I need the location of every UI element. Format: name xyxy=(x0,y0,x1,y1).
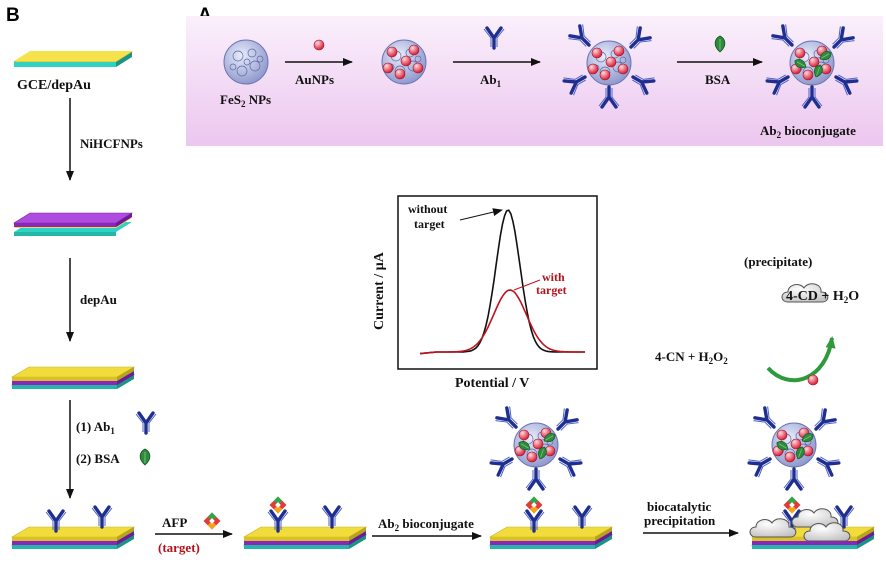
catalyst-au-icon xyxy=(807,374,819,386)
fes2-au-composite xyxy=(381,39,427,85)
aunp-reagent-icon xyxy=(313,39,325,51)
step-bsa-left-label: (2) BSA xyxy=(76,451,120,466)
precipitation-label-line2: precipitation xyxy=(644,513,716,528)
without-target-label-line2: target xyxy=(414,217,445,231)
ab1-left-icon xyxy=(134,411,158,435)
afp-label: AFP xyxy=(162,515,187,530)
reaction-reactant: 4-CN + H2O2 xyxy=(655,349,728,366)
bsa-left-icon xyxy=(139,448,151,466)
fes2-label: FeS2 NPs xyxy=(220,92,271,109)
fes2-nanoparticle xyxy=(223,39,269,85)
precipitation-label-line1: biocatalytic xyxy=(647,499,711,514)
ab2-bioconjugate-label: Ab2 bioconjugate xyxy=(760,123,856,140)
step-depau-label: depAu xyxy=(80,292,117,307)
afp-antigen-icon xyxy=(203,512,221,530)
without-target-label-line1: without xyxy=(408,202,447,216)
electrode-label: GCE/depAu xyxy=(17,78,91,93)
with-target-pointer xyxy=(513,279,541,291)
without-target-pointer xyxy=(459,208,503,221)
target-label: (target) xyxy=(158,540,200,555)
graph-xlabel: Potential / V xyxy=(455,376,529,391)
catalytic-cycle-arrow xyxy=(766,336,836,383)
reaction-product: 4-CD + H2O xyxy=(786,289,859,305)
dpv-graph-frame xyxy=(397,195,598,370)
step-aunps-label: AuNPs xyxy=(295,72,334,87)
electrode-depau-layer xyxy=(11,366,135,390)
electrode-ab1-modified xyxy=(11,505,135,550)
electrode-gce-depau xyxy=(12,51,134,67)
ab2-bottom-label: Ab2 bioconjugate xyxy=(378,516,474,533)
graph-ylabel: Current / µA xyxy=(372,251,387,330)
electrode-afp-captured xyxy=(243,496,367,550)
step-ab1-left-label: (1) Ab1 xyxy=(76,419,115,436)
with-target-label-line1: with xyxy=(542,270,565,284)
electrode-sandwich-complex xyxy=(489,406,613,550)
electrode-with-precipitate xyxy=(748,406,875,550)
step-ab1-label: Ab1 xyxy=(480,72,502,89)
trace-with-target xyxy=(419,289,585,355)
panel-label-b: B xyxy=(6,5,20,26)
with-target-label-line2: target xyxy=(536,283,567,297)
precipitate-label: (precipitate) xyxy=(744,254,812,269)
electrode-nihcf-layer xyxy=(12,212,134,236)
step-bsa-label: BSA xyxy=(705,72,731,87)
step-nihcfnps-label: NiHCFNPs xyxy=(80,136,143,151)
